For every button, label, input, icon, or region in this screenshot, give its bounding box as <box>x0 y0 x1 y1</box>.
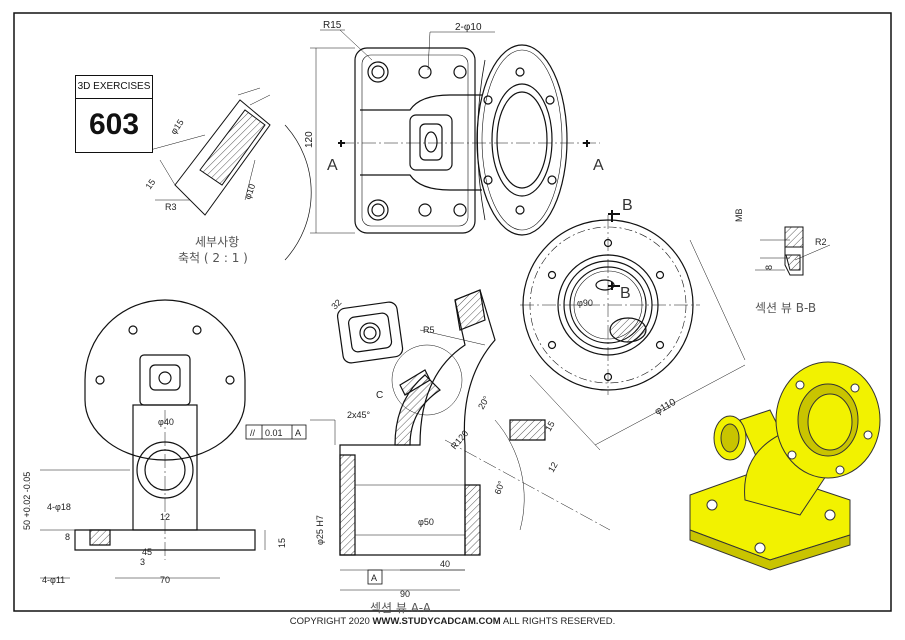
dim-mb: MB <box>734 209 744 223</box>
detail-scale: 축척 ( 2 : 1 ) <box>178 251 248 265</box>
copyright-rights: ALL RIGHTS RESERVED. <box>502 616 616 627</box>
dim-h12: 12 <box>160 512 170 522</box>
dim-ang15: 15 <box>143 177 157 191</box>
flange-front-view <box>520 210 746 451</box>
dim-holes11: 4-φ11 <box>42 575 65 585</box>
dim-d90b: 90 <box>400 589 410 599</box>
detail-view <box>149 87 312 261</box>
dim-w70: 70 <box>160 575 170 585</box>
dim-h8: 8 <box>65 532 70 542</box>
dim-chamfer: 2x45° <box>347 410 371 420</box>
sheet-border <box>13 12 892 612</box>
dim-d25: φ25 H7 <box>315 515 325 545</box>
detail-label: 세부사항 <box>195 235 239 249</box>
dim-b8: 8 <box>764 265 774 270</box>
dim-d40-top: φ40 <box>158 417 174 427</box>
side-view <box>40 299 266 579</box>
section-aa-view <box>245 289 611 591</box>
dim-r5: R5 <box>423 325 435 335</box>
section-aa-label: 섹션 뷰 A-A <box>370 601 432 615</box>
section-a-left: A <box>327 157 338 174</box>
tol-ref: A <box>295 428 301 438</box>
dim-h15: 15 <box>277 538 287 548</box>
badge-title: 3D EXERCISES <box>76 76 152 99</box>
dim-r3: R3 <box>165 202 177 212</box>
section-b-top: B <box>622 197 633 214</box>
dim-a20: 20° <box>476 394 492 411</box>
tol-value: 0.01 <box>265 428 283 438</box>
tol-symbol: // <box>250 428 256 438</box>
dim-r2: R2 <box>815 237 827 247</box>
dim-d15: φ15 <box>168 117 185 136</box>
section-b-mid: B <box>620 285 631 302</box>
exercise-badge: 3D EXERCISES 603 <box>75 75 153 153</box>
dim-d12: 12 <box>546 460 560 474</box>
section-bb-view <box>755 226 831 276</box>
section-bb-label: 섹션 뷰 B-B <box>755 301 816 315</box>
dim-holes18: 4-φ18 <box>47 502 71 512</box>
dim-d110: φ110 <box>653 397 678 418</box>
detail-c-label: C <box>376 390 383 401</box>
dim-r120: R120 <box>449 428 470 451</box>
dim-holes-2: 2-φ10 <box>455 22 482 33</box>
copyright-site[interactable]: WWW.STUDYCADCAM.COM <box>372 616 501 627</box>
copyright-footer: COPYRIGHT 2020 WWW.STUDYCADCAM.COM ALL R… <box>0 616 905 627</box>
section-a-right: A <box>593 157 604 174</box>
dim-tol50: 50 +0.02 -0.05 <box>22 472 32 530</box>
isometric-model <box>689 361 881 571</box>
ref-a-box: A <box>371 573 377 583</box>
dim-a60: 60° <box>492 479 506 496</box>
dim-d40: 40 <box>440 559 450 569</box>
dim-h3: 3 <box>140 557 145 567</box>
dim-r15: R15 <box>323 20 342 31</box>
dim-d15b: 15 <box>543 419 557 433</box>
dim-h120: 120 <box>304 131 315 148</box>
dim-d10: φ10 <box>242 182 257 200</box>
copyright-text: COPYRIGHT 2020 <box>289 616 370 627</box>
top-view <box>310 29 600 236</box>
dim-d90: φ90 <box>577 298 593 308</box>
dim-h45: 45 <box>142 547 152 557</box>
badge-number: 603 <box>88 108 140 141</box>
dim-d50: φ50 <box>418 517 434 527</box>
